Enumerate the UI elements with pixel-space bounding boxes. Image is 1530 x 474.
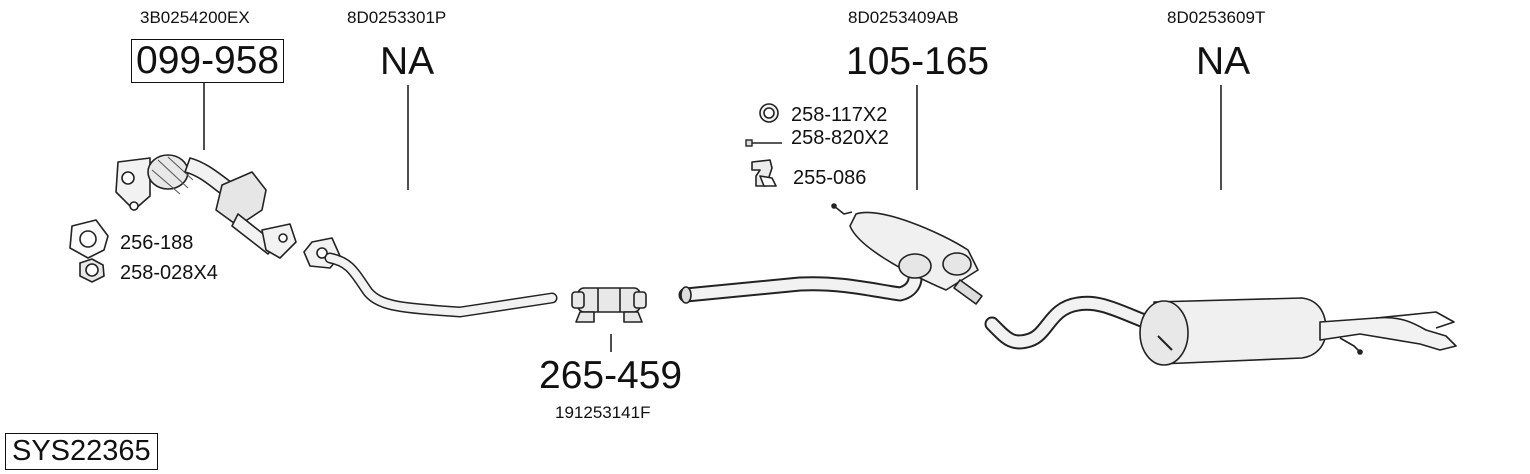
gasket-label[interactable]: 256-188 — [120, 232, 194, 254]
bolt-label[interactable]: 258-820X2 — [791, 127, 889, 149]
nut-drawing[interactable] — [79, 258, 105, 283]
part-number-centre-silencer[interactable]: 105-165 — [846, 40, 990, 83]
nut-label[interactable]: 258-028X4 — [120, 262, 218, 284]
oem-number-centre-silencer: 8D0253409AB — [848, 8, 959, 27]
oem-number-front-pipe: 8D0253301P — [347, 8, 447, 27]
part-number-clamp[interactable]: 265-459 — [539, 354, 683, 397]
rear-silencer-drawing[interactable] — [984, 295, 1457, 366]
system-code: SYS22365 — [5, 433, 158, 470]
hanger-drawing[interactable] — [751, 159, 777, 187]
oem-number-clamp: 191253141F — [555, 403, 651, 422]
part-number-downpipe[interactable]: 099-958 — [131, 39, 285, 83]
clamp-drawing[interactable] — [571, 287, 647, 323]
hanger-label[interactable]: 255-086 — [793, 167, 867, 189]
gasket-drawing[interactable] — [69, 219, 109, 259]
ring-drawing[interactable] — [759, 103, 779, 123]
front-pipe-drawing[interactable] — [303, 237, 558, 318]
downpipe-catalyst-drawing[interactable] — [115, 154, 297, 259]
part-number-front-pipe[interactable]: NA — [380, 40, 435, 83]
oem-number-rear-silencer: 8D0253609T — [1167, 8, 1266, 27]
oem-number-downpipe: 3B0254200EX — [140, 8, 250, 27]
bolt-drawing[interactable] — [745, 139, 782, 147]
part-number-rear-silencer[interactable]: NA — [1196, 40, 1251, 83]
centre-silencer-drawing[interactable] — [678, 203, 983, 305]
ring-label[interactable]: 258-117X2 — [791, 104, 888, 126]
